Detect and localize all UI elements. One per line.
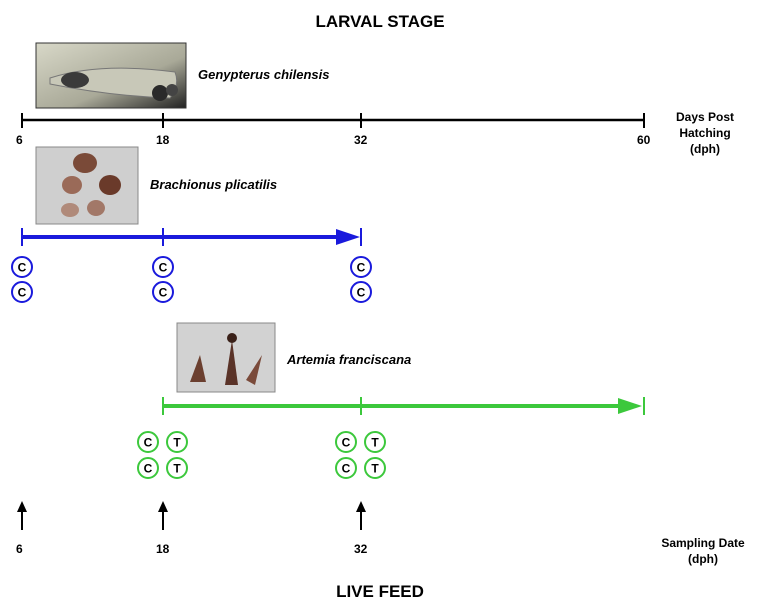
axis-tick-6: 6 xyxy=(16,133,23,147)
diagram-footer: LIVE FEED xyxy=(336,582,424,601)
sampling-arrows xyxy=(17,501,366,530)
rotifer-sample-18dph: C C xyxy=(152,256,174,303)
sample-marker-label: T xyxy=(371,462,379,476)
sampling-arrow-32 xyxy=(356,501,366,530)
sampling-date-6: 6 xyxy=(16,542,23,556)
axis-title-line-2: Hatching xyxy=(679,126,731,140)
rotifer-sample-32dph: C C xyxy=(350,256,372,303)
sampling-title-line-1: Sampling Date xyxy=(661,536,745,550)
axis-title-line-3: (dph) xyxy=(690,142,720,156)
sample-marker-label: C xyxy=(144,436,153,450)
rotifer-samples: C C C C C C xyxy=(11,256,372,303)
sampling-date-32: 32 xyxy=(354,542,368,556)
sample-marker-label: C xyxy=(357,261,366,275)
sample-marker-label: C xyxy=(342,436,351,450)
sample-marker-label: C xyxy=(18,261,27,275)
sample-marker-label: T xyxy=(173,462,181,476)
artemia-sample-18dph: C T C T xyxy=(137,431,188,479)
dph-axis xyxy=(21,113,645,128)
sampling-title-line-2: (dph) xyxy=(688,552,718,566)
artemia-photo xyxy=(176,322,276,393)
sampling-date-title: Sampling Date (dph) xyxy=(648,535,758,567)
sample-marker-label: C xyxy=(18,286,27,300)
rotifer-feeding-arrow xyxy=(21,228,362,246)
sampling-arrow-6 xyxy=(17,501,27,530)
artemia-species-label: Artemia franciscana xyxy=(287,352,412,367)
sampling-arrow-18 xyxy=(158,501,168,530)
rotifer-sample-6dph: C C xyxy=(11,256,33,303)
sample-marker-label: C xyxy=(144,462,153,476)
rotifer-species-label: Brachionus plicatilis xyxy=(150,177,278,192)
diagram-title: LARVAL STAGE xyxy=(315,12,445,31)
sample-marker-label: T xyxy=(173,436,181,450)
larva-species-label: Genypterus chilensis xyxy=(198,67,330,82)
artemia-samples: C T C T C T C T xyxy=(137,431,386,479)
axis-title-line-1: Days Post xyxy=(675,110,735,124)
artemia-sample-32dph: C T C T xyxy=(335,431,386,479)
sample-marker-label: C xyxy=(159,261,168,275)
rotifer-photo xyxy=(35,146,139,225)
axis-title: Days Post Hatching (dph) xyxy=(664,109,746,157)
sample-marker-label: C xyxy=(159,286,168,300)
sample-marker-label: C xyxy=(342,462,351,476)
axis-tick-60: 60 xyxy=(637,133,651,147)
sampling-date-18: 18 xyxy=(156,542,170,556)
artemia-feeding-arrow xyxy=(162,397,645,415)
axis-tick-32: 32 xyxy=(354,133,368,147)
sample-marker-label: T xyxy=(371,436,379,450)
larva-photo xyxy=(35,42,187,109)
sample-marker-label: C xyxy=(357,286,366,300)
axis-tick-18: 18 xyxy=(156,133,170,147)
